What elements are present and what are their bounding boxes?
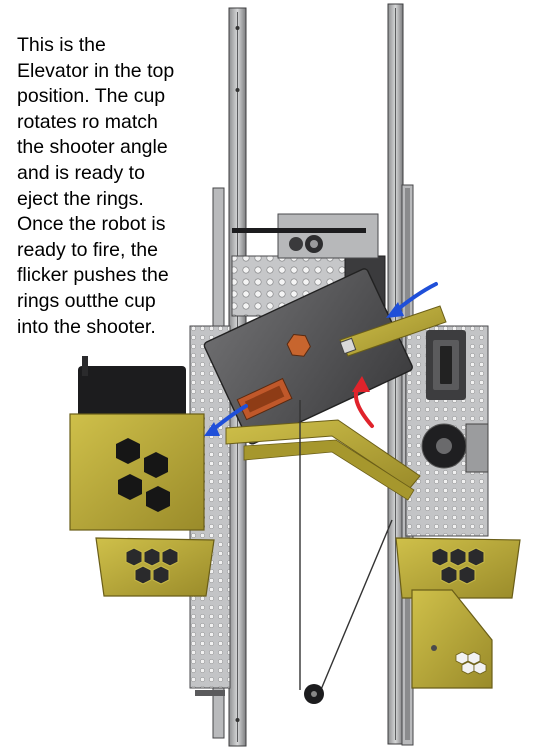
caption-line: and is ready to: [17, 161, 145, 184]
caption-line: ready to fire, the: [17, 238, 158, 261]
caption-line: flicker pushes the: [17, 264, 169, 287]
caption-line: the shooter angle: [17, 136, 168, 159]
caption-line: eject the rings.: [17, 187, 144, 210]
caption-line: rings outthe cup: [17, 289, 156, 312]
blue-arrow-icon: [386, 282, 438, 318]
caption-line: Elevator in the top: [17, 59, 175, 82]
left-intake-pod: [95, 537, 215, 597]
shooter-arm: [339, 305, 447, 357]
red-curved-arrow-icon: [352, 376, 374, 428]
blue-arrow-icon: [204, 404, 248, 436]
right-intake-pod: [395, 537, 521, 599]
right-lower-bracket: [411, 589, 493, 689]
caption-line: into the shooter.: [17, 315, 156, 338]
flicker: [236, 377, 293, 421]
motor: [421, 423, 489, 473]
caption-line: rotates ro match: [17, 110, 158, 133]
caption-text: This is the Elevator in the top position…: [17, 33, 217, 340]
caption-line: position. The cup: [17, 85, 166, 108]
cable: [299, 400, 393, 704]
gold-linkage: [225, 419, 421, 501]
left-gold-box: [69, 356, 205, 531]
caption-line: This is the: [17, 34, 106, 56]
caption-line: Once the robot is: [17, 213, 166, 236]
